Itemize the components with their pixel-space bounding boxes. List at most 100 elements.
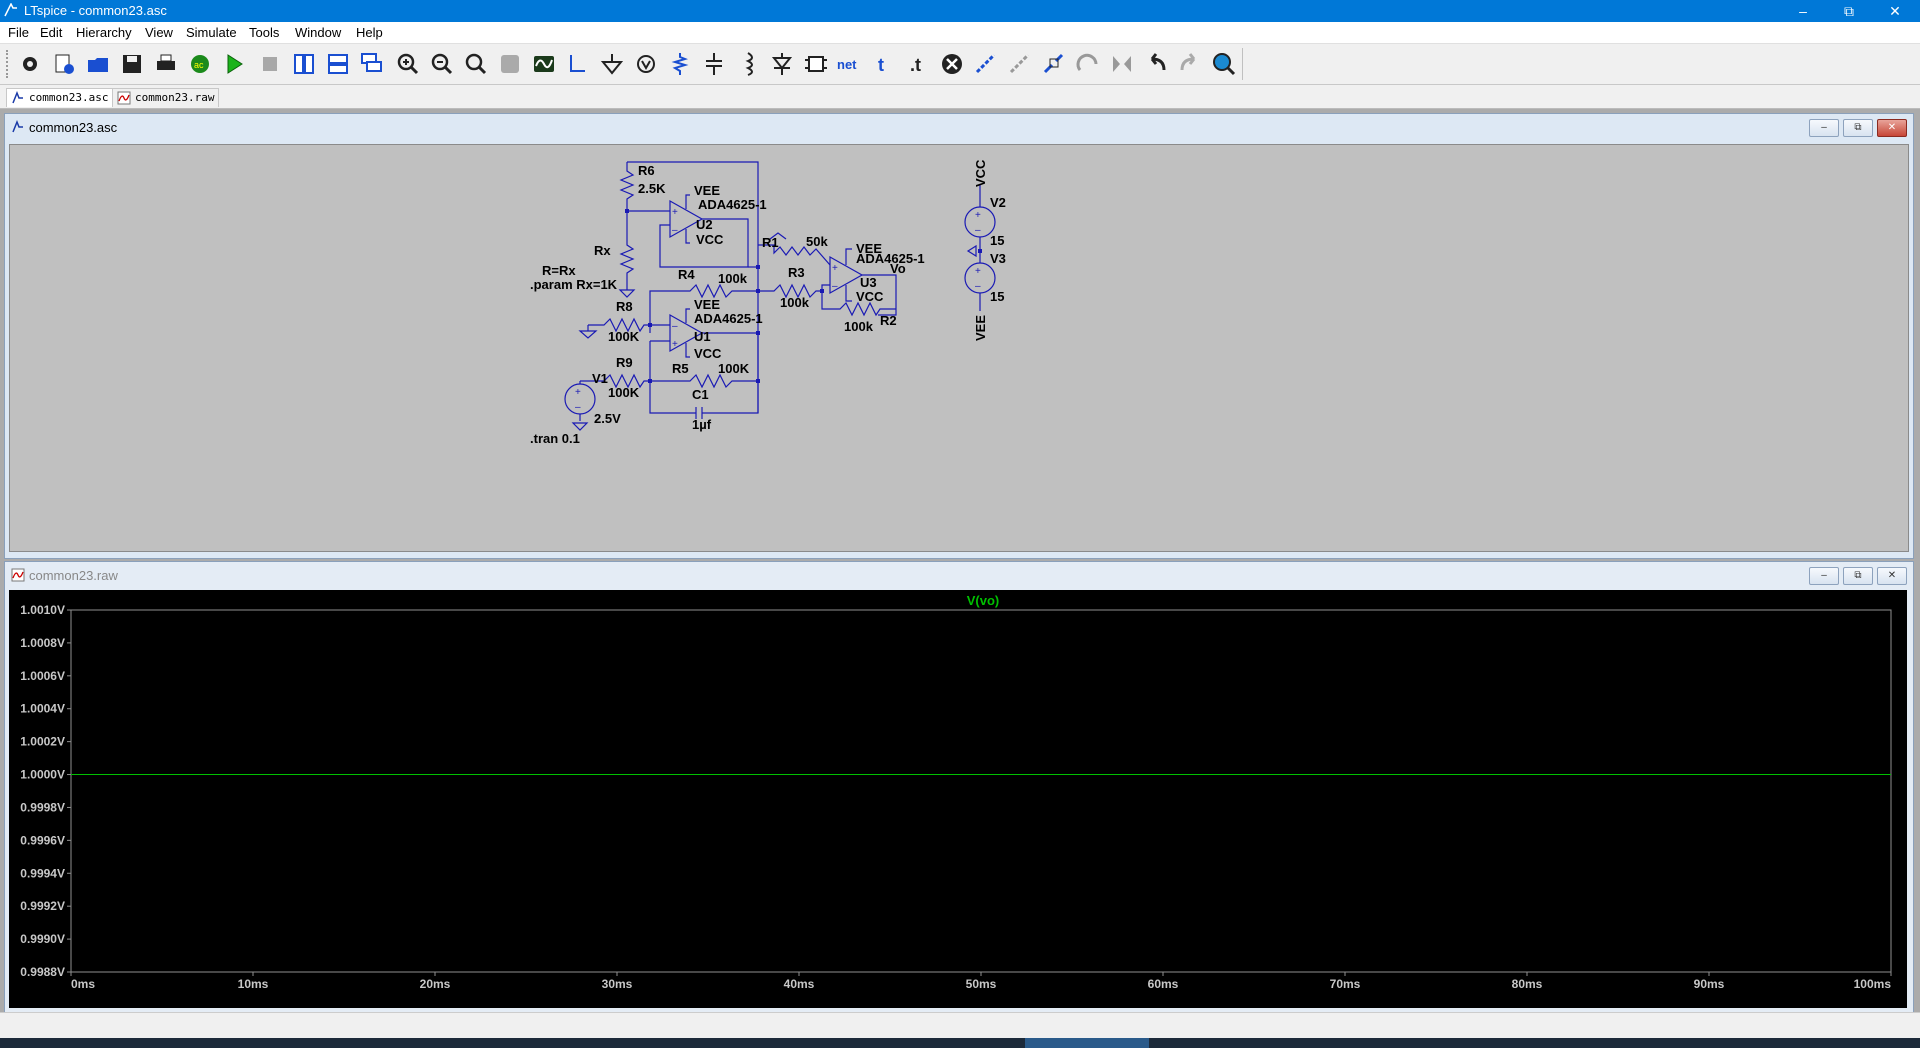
cascade-icon[interactable] bbox=[358, 50, 386, 78]
tab-waveform[interactable]: common23.raw bbox=[112, 88, 220, 107]
zoom-fit-icon[interactable] bbox=[462, 50, 490, 78]
svg-text:.t: .t bbox=[910, 55, 921, 75]
document-tabs: common23.asc common23.raw bbox=[0, 86, 1920, 109]
r8-value: 100K bbox=[608, 329, 640, 344]
ground-icon[interactable] bbox=[598, 50, 626, 78]
menu-edit[interactable]: Edit bbox=[40, 25, 63, 40]
open-icon[interactable] bbox=[84, 50, 112, 78]
spice-directive-icon[interactable]: .t bbox=[904, 50, 932, 78]
menu-window[interactable]: Window bbox=[295, 25, 342, 40]
window-title: LTspice - common23.asc bbox=[24, 3, 167, 18]
u1-vee-label: VEE bbox=[694, 297, 720, 312]
svg-text:+: + bbox=[672, 207, 678, 218]
svg-text:–: – bbox=[975, 281, 981, 292]
child-restore-button[interactable]: ⧉ bbox=[1843, 119, 1873, 137]
tile-horizontal-icon[interactable] bbox=[324, 50, 352, 78]
netlist-icon[interactable]: net bbox=[836, 50, 864, 78]
wire-icon[interactable] bbox=[564, 50, 592, 78]
run-icon[interactable] bbox=[220, 50, 248, 78]
u1-model: ADA4625-1 bbox=[694, 311, 763, 326]
settings-icon[interactable] bbox=[16, 50, 44, 78]
r3-label: R3 bbox=[788, 265, 805, 280]
zoom-extents-icon[interactable] bbox=[496, 50, 524, 78]
r9-label: R9 bbox=[616, 355, 633, 370]
u1-label: U1 bbox=[694, 329, 711, 344]
new-schematic-icon[interactable] bbox=[50, 50, 78, 78]
delete-icon[interactable] bbox=[938, 50, 966, 78]
svg-text:+: + bbox=[575, 387, 581, 398]
toolbar-grip[interactable] bbox=[6, 50, 12, 78]
redo-icon[interactable] bbox=[1176, 50, 1204, 78]
component-icon[interactable] bbox=[802, 50, 830, 78]
tab-label: common23.raw bbox=[135, 91, 215, 104]
print-icon[interactable] bbox=[152, 50, 180, 78]
label-icon[interactable] bbox=[632, 50, 660, 78]
drag-icon[interactable] bbox=[1006, 50, 1034, 78]
halt-icon[interactable] bbox=[256, 50, 284, 78]
text-icon[interactable]: t bbox=[870, 50, 898, 78]
menu-tools[interactable]: Tools bbox=[249, 25, 280, 40]
svg-text:–: – bbox=[672, 225, 678, 236]
child-minimize-button[interactable]: – bbox=[1809, 567, 1839, 585]
y-tick-label: 0.9992V bbox=[20, 899, 65, 913]
minimize-button[interactable]: – bbox=[1799, 3, 1807, 19]
menu-file[interactable]: File bbox=[8, 25, 29, 40]
y-tick-label: 1.0010V bbox=[20, 603, 65, 617]
schematic-icon bbox=[12, 120, 23, 133]
plot-frame bbox=[70, 609, 1892, 973]
diode-icon[interactable] bbox=[768, 50, 796, 78]
duplicate-icon[interactable] bbox=[1040, 50, 1068, 78]
v2-label: V2 bbox=[990, 195, 1006, 210]
resistor-icon[interactable] bbox=[666, 50, 694, 78]
close-button[interactable]: ✕ bbox=[1889, 3, 1901, 19]
menu-help[interactable]: Help bbox=[356, 25, 383, 40]
c1-value: 1µf bbox=[692, 417, 712, 432]
u2-model: ADA4625-1 bbox=[698, 197, 767, 212]
menu-bar: File Edit Hierarchy View Simulate Tools … bbox=[0, 22, 1920, 44]
u3-model: ADA4625-1 bbox=[856, 251, 925, 266]
waveform-window-titlebar[interactable]: common23.raw – ⧉ ✕ bbox=[5, 562, 1913, 588]
vee-net-label: VEE bbox=[973, 315, 988, 341]
schematic-canvas[interactable]: +– +– +– +– –+ +– R6 2.5K R bbox=[9, 144, 1909, 552]
trace-title[interactable]: V(vo) bbox=[967, 593, 1000, 608]
child-close-button[interactable]: ✕ bbox=[1877, 119, 1907, 137]
y-tick-label: 1.0004V bbox=[20, 702, 65, 716]
r9-value: 100K bbox=[608, 385, 640, 400]
c1-label: C1 bbox=[692, 387, 709, 402]
svg-text:ac: ac bbox=[194, 60, 204, 70]
taskbar-active-app[interactable] bbox=[1025, 1038, 1149, 1048]
find-icon[interactable] bbox=[1210, 50, 1238, 78]
child-restore-button[interactable]: ⧉ bbox=[1843, 567, 1873, 585]
menu-simulate[interactable]: Simulate bbox=[186, 25, 237, 40]
x-tick-label: 60ms bbox=[1148, 977, 1179, 991]
inductor-icon[interactable] bbox=[734, 50, 762, 78]
menu-hierarchy[interactable]: Hierarchy bbox=[76, 25, 132, 40]
move-icon[interactable] bbox=[972, 50, 1000, 78]
svg-text:+: + bbox=[672, 339, 678, 350]
r1-value: 50k bbox=[806, 234, 828, 249]
rotate-icon[interactable] bbox=[1074, 50, 1102, 78]
schematic-window-titlebar[interactable]: common23.asc – ⧉ ✕ bbox=[5, 114, 1913, 140]
u2-label: U2 bbox=[696, 217, 713, 232]
undo-icon[interactable] bbox=[1142, 50, 1170, 78]
x-tick-label: 70ms bbox=[1330, 977, 1361, 991]
zoom-out-icon[interactable] bbox=[428, 50, 456, 78]
capacitor-icon[interactable] bbox=[700, 50, 728, 78]
menu-view[interactable]: View bbox=[145, 25, 173, 40]
child-close-button[interactable]: ✕ bbox=[1877, 567, 1907, 585]
save-icon[interactable] bbox=[118, 50, 146, 78]
tile-vertical-icon[interactable] bbox=[290, 50, 318, 78]
waveform-plot[interactable]: V(vo) 1.0010V1.0008V1.0006V1.0004V1.0002… bbox=[9, 590, 1907, 1008]
zoom-in-icon[interactable] bbox=[394, 50, 422, 78]
restore-button[interactable]: ⧉ bbox=[1844, 3, 1854, 19]
y-tick-label: 0.9988V bbox=[20, 965, 65, 979]
schematic-window-title: common23.asc bbox=[29, 120, 118, 135]
child-minimize-button[interactable]: – bbox=[1809, 119, 1839, 137]
waveform-icon bbox=[117, 91, 131, 105]
x-tick-label: 100ms bbox=[1854, 977, 1892, 991]
ac-analysis-icon[interactable]: ac bbox=[186, 50, 214, 78]
waveform-icon[interactable] bbox=[530, 50, 558, 78]
param-directive: .param Rx=1K bbox=[530, 277, 618, 292]
tab-schematic[interactable]: common23.asc bbox=[6, 88, 114, 107]
mirror-icon[interactable] bbox=[1108, 50, 1136, 78]
